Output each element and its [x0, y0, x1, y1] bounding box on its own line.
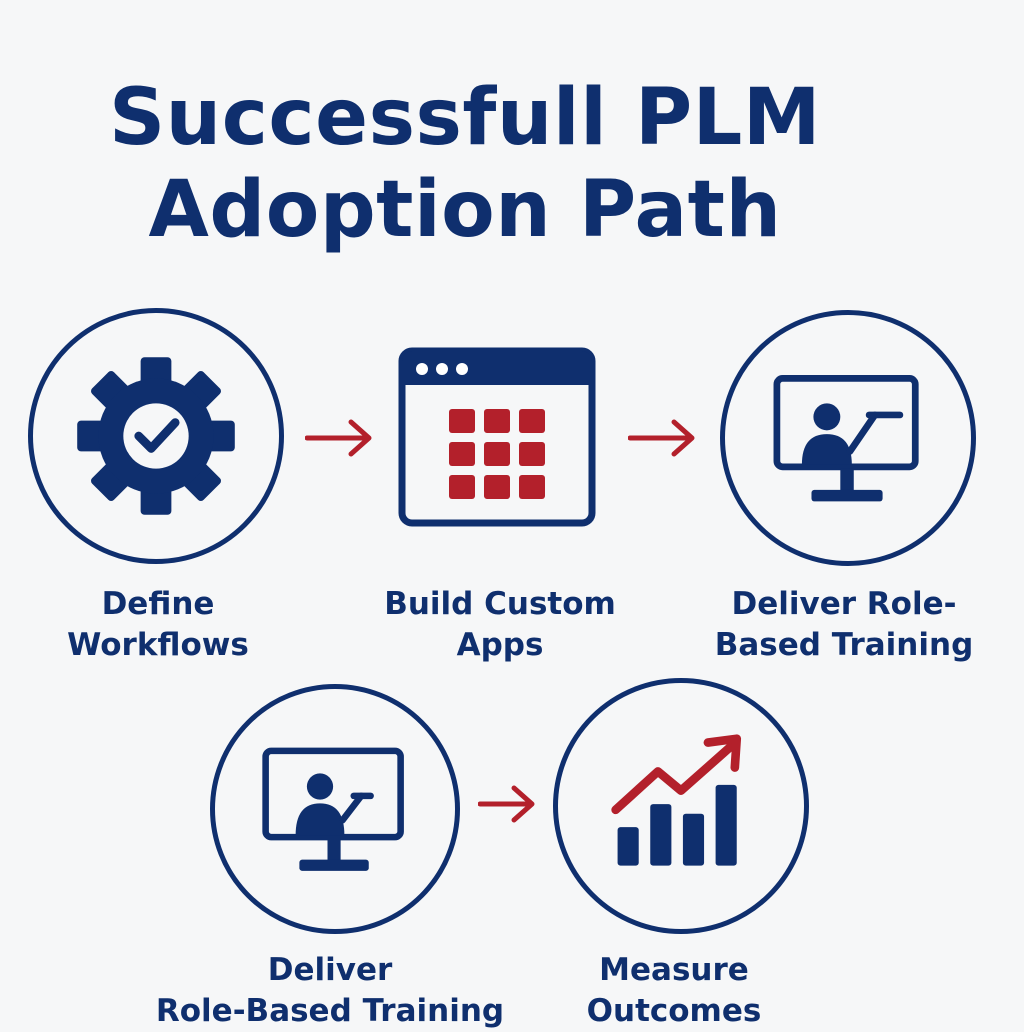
title-line-1: Successfull PLM: [108, 73, 821, 163]
step-label: Measure Outcomes: [586, 952, 762, 1029]
step-measure-outcomes-circle: [553, 678, 809, 934]
diagram-title: Successfull PLM Adoption Path: [0, 72, 930, 256]
title-line-2: Adoption Path: [148, 165, 782, 255]
step-label: Deliver Role-Based Training: [155, 952, 505, 1029]
gear-check-icon: [77, 357, 235, 515]
step-define-workflows-circle: [28, 308, 284, 564]
monitor-presenter-icon: [262, 747, 404, 871]
step-label: Deliver Role- Based Training: [714, 586, 974, 663]
arrow-right-icon: [305, 419, 372, 457]
growth-chart-icon: [611, 734, 742, 866]
monitor-presenter-icon: [773, 375, 919, 502]
step-deliver-training-circle: [720, 310, 976, 566]
step-label: Build Custom Apps: [384, 586, 616, 663]
step-label: Define Workflows: [67, 586, 249, 663]
app-grid-window-icon: [398, 347, 596, 527]
arrow-right-icon: [478, 785, 535, 823]
step-deliver-training-circle-2: [210, 684, 460, 934]
arrow-right-icon: [628, 419, 695, 457]
